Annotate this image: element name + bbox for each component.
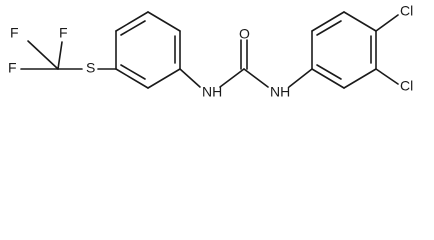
atom-nh-left: NH — [202, 84, 222, 100]
right-ring-bond-2 — [311, 11, 345, 32]
left-ring-bond-2 — [115, 11, 149, 32]
bond-ring-cl-bottom — [375, 68, 399, 85]
right-ring-bond-6 — [311, 68, 345, 89]
bond-carbonyl-nh-right — [243, 68, 269, 88]
bond-nh-left-carbonyl — [219, 68, 245, 88]
bond-group — [20, 11, 399, 89]
molecule-diagram: F F F S NH O NH Cl Cl — [0, 0, 434, 108]
left-ring-bond-5 — [147, 68, 181, 89]
atom-cl-top: Cl — [400, 3, 413, 19]
left-ring-double-3 — [120, 64, 146, 80]
right-ring-double-3 — [316, 64, 342, 80]
right-ring-bond-3 — [343, 11, 377, 32]
atom-cl-bottom: Cl — [400, 78, 413, 94]
atom-oxygen: O — [239, 26, 250, 42]
left-ring-bond-6 — [115, 68, 149, 89]
atom-f-top-left: F — [10, 25, 19, 41]
bond-ring-nh-left — [179, 68, 201, 88]
atom-sulfur: S — [86, 60, 95, 76]
left-ring-double-1 — [120, 20, 146, 36]
bond-ring-cl-top — [375, 14, 399, 32]
bond-nh-right-ring — [288, 68, 313, 88]
left-ring-bond-3 — [147, 11, 181, 32]
bond-cf-upper-left — [27, 40, 59, 70]
atom-label-group: F F F S NH O NH Cl Cl — [8, 3, 413, 100]
right-ring-double-1 — [316, 20, 342, 36]
right-ring-bond-5 — [343, 68, 377, 89]
molecule-svg: F F F S NH O NH Cl Cl — [8, 3, 413, 100]
atom-f-left: F — [8, 60, 17, 76]
atom-nh-right: NH — [270, 84, 290, 100]
bond-cf-upper-right — [57, 41, 63, 70]
atom-f-top-right: F — [59, 25, 68, 41]
